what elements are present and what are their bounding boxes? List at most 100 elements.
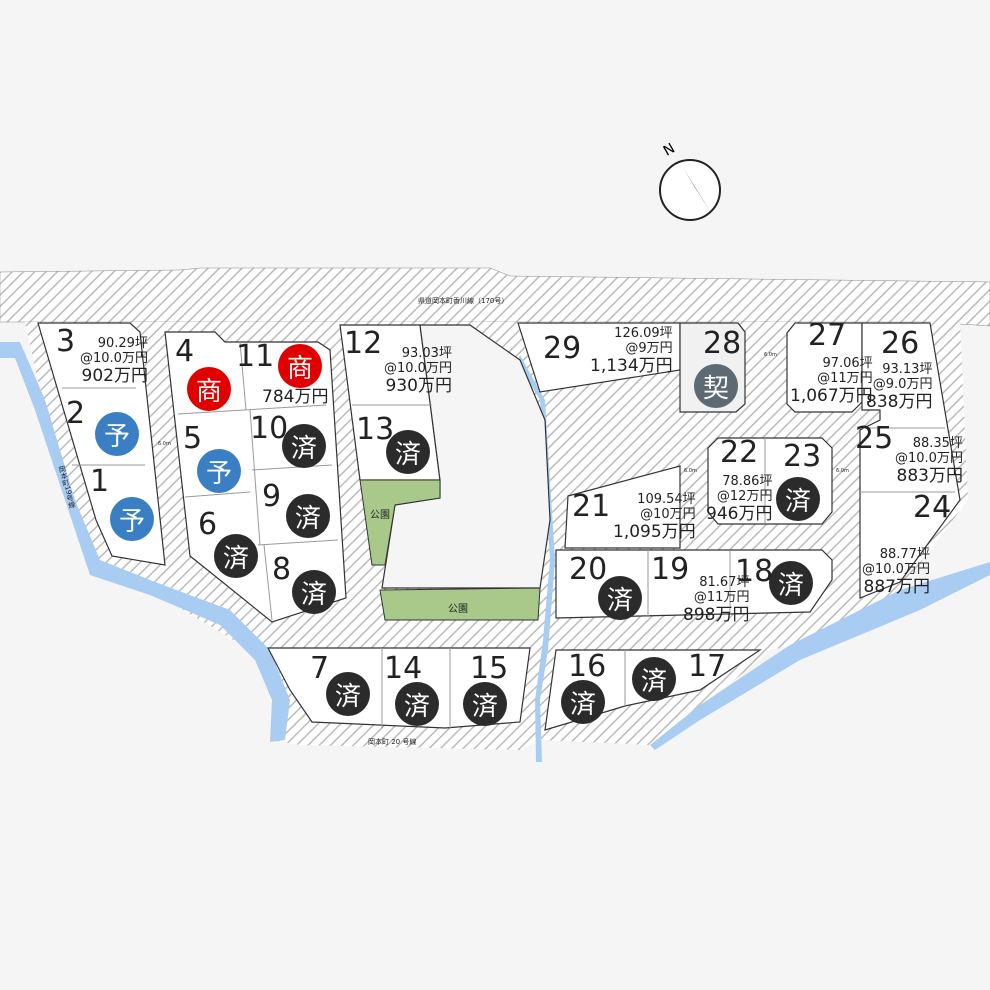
lot-number: 29 xyxy=(543,331,582,366)
lot-number: 26 xyxy=(881,326,920,361)
sold-badge: 済 xyxy=(463,682,507,726)
lot-number: 18 xyxy=(735,554,774,589)
road-width-label: 6.0m xyxy=(764,352,777,358)
lot-number: 16 xyxy=(568,649,607,684)
lot-area: 90.29坪 xyxy=(97,336,148,351)
sold-badge: 済 xyxy=(326,672,370,716)
lot-number: 6 xyxy=(198,507,218,542)
park-label: 公園 xyxy=(448,604,468,615)
road-width-label: 6.0m xyxy=(158,441,171,447)
lot-number: 4 xyxy=(175,334,195,369)
lot-number: 17 xyxy=(688,649,727,684)
lot-total-price: 1,134万円 xyxy=(590,355,673,376)
lot-number: 12 xyxy=(344,326,383,361)
lot-total-price: 898万円 xyxy=(683,604,750,625)
lot-area: 126.09坪 xyxy=(614,326,673,341)
lot-area: 78.86坪 xyxy=(722,474,773,489)
business-badge: 商 xyxy=(187,367,231,411)
lot-number: 13 xyxy=(356,412,395,447)
lot-unit-price: @10.0万円 xyxy=(862,561,930,577)
sold-badge: 済 xyxy=(214,534,258,578)
sold-badge: 済 xyxy=(776,477,820,521)
lot-unit-price: @10.0万円 xyxy=(895,450,963,466)
lot-unit-price: @9.0万円 xyxy=(872,376,933,392)
lot-number: 25 xyxy=(855,421,894,456)
lot-number: 21 xyxy=(572,489,611,524)
lot-number: 8 xyxy=(272,552,292,587)
lot-number: 27 xyxy=(808,318,847,353)
reserved-badge: 予 xyxy=(110,497,154,541)
lot-total-price: 930万円 xyxy=(385,375,452,396)
river-left xyxy=(0,342,290,742)
lot-unit-price: @10万円 xyxy=(640,506,696,522)
park-2 xyxy=(379,587,541,621)
lot-total-price: 883万円 xyxy=(896,465,963,486)
sold-badge: 済 xyxy=(395,682,439,726)
lot-number: 15 xyxy=(470,651,509,686)
lot-unit-price: @12万円 xyxy=(716,488,773,504)
lot-area: 109.54坪 xyxy=(637,492,696,507)
contract-badge: 契 xyxy=(694,364,738,408)
lot-area: 93.03坪 xyxy=(401,346,452,361)
park-label: 公園 xyxy=(370,510,390,521)
lot-unit-price: @9万円 xyxy=(625,340,673,356)
lot-total-price: 838万円 xyxy=(866,391,933,412)
lot-number: 22 xyxy=(720,435,759,470)
lot-number: 5 xyxy=(183,421,203,456)
sold-badge: 済 xyxy=(632,657,676,701)
lot-area: 93.13坪 xyxy=(882,362,933,377)
lot-unit-price: @10.0万円 xyxy=(384,360,452,376)
sold-badge: 済 xyxy=(561,680,605,724)
sold-badge: 済 xyxy=(292,570,336,614)
sold-badge: 済 xyxy=(386,430,430,474)
lot-number: 2 xyxy=(66,396,86,431)
lot-number: 20 xyxy=(569,552,608,587)
lot-total-price: 902万円 xyxy=(81,365,148,386)
business-badge: 商 xyxy=(278,344,322,388)
lot-number: 1 xyxy=(90,464,110,499)
lot-area: 88.77坪 xyxy=(879,547,930,562)
lot-number: 10 xyxy=(250,411,289,446)
lot-unit-price: @10.0万円 xyxy=(80,350,148,366)
sold-badge: 済 xyxy=(286,494,330,538)
lot-area: 97.06坪 xyxy=(822,356,873,371)
lot-number: 9 xyxy=(262,479,282,514)
road-width-label: 6.0m xyxy=(836,468,849,474)
lot-total-price: 1,067万円 xyxy=(790,385,873,406)
lot-info: 784万円 xyxy=(262,387,329,408)
road-width-label: 6.0m xyxy=(684,468,697,474)
river-right xyxy=(650,562,990,750)
lot-number: 28 xyxy=(703,326,742,361)
sold-badge: 済 xyxy=(282,424,326,468)
lot-total-price: 887万円 xyxy=(863,576,930,597)
lot-unit-price: @11万円 xyxy=(693,589,750,605)
lot-area: 81.67坪 xyxy=(699,575,750,590)
road-label-bottom: 岡本町 20 号線 xyxy=(368,738,417,746)
lot-number: 23 xyxy=(783,439,822,474)
lot-number: 7 xyxy=(310,651,330,686)
reserved-badge: 予 xyxy=(197,449,241,493)
lot-number: 19 xyxy=(651,552,690,587)
road-label-top: 県道岡本町香川線（170号） xyxy=(418,297,509,305)
lot-number: 3 xyxy=(56,324,76,359)
lot-number: 14 xyxy=(384,651,423,686)
sold-badge: 済 xyxy=(598,576,642,620)
reserved-badge: 予 xyxy=(95,412,139,456)
lot-total-price: 1,095万円 xyxy=(613,521,696,542)
lot-total-price: 946万円 xyxy=(706,503,773,524)
park-1 xyxy=(359,479,441,566)
lot-total-price: 784万円 xyxy=(262,387,329,407)
sold-badge: 済 xyxy=(769,561,813,605)
